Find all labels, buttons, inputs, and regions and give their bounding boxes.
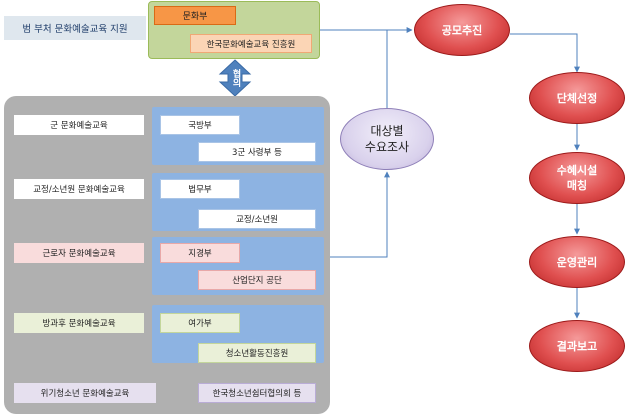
flow-facility-matching: 수혜시설 매칭 (529, 152, 625, 204)
demand-survey-oval: 대상별 수요조사 (340, 108, 434, 170)
program-military: 군 문화예술교육 (14, 115, 144, 135)
survey-line-1: 대상별 (370, 124, 404, 138)
agency-correction: 교정/소년원 (198, 209, 316, 229)
flow-matching-line-1: 수혜시설 (556, 164, 598, 177)
ministry-culture-box: 문화부 (154, 6, 236, 25)
flow-operation: 운영관리 (529, 236, 625, 288)
ministry-defense: 국방부 (160, 115, 240, 135)
flow-result-report: 결과보고 (529, 320, 625, 372)
ministry-knowledge-economy: 지경부 (160, 243, 240, 263)
agency-industrial-complex: 산업단지 공단 (198, 270, 316, 290)
program-workers: 근로자 문화예술교육 (14, 243, 144, 263)
ministry-justice: 법무부 (160, 179, 240, 199)
survey-line-2: 수요조사 (364, 140, 410, 154)
program-afterschool: 방과후 문화예술교육 (14, 313, 144, 333)
flow-group-selection: 단체선정 (529, 72, 625, 124)
program-correction: 교정/소년원 문화예술교육 (14, 179, 144, 199)
flow-matching-line-2: 매칭 (566, 179, 588, 192)
agency-military-command: 3군 사령부 등 (198, 142, 316, 162)
connector-recruit-to-select (510, 33, 580, 73)
program-at-risk-youth: 위기청소년 문화예술교육 (14, 383, 156, 403)
connector-programs-to-survey (330, 171, 390, 258)
consult-text: 협의 (230, 69, 241, 87)
agency-youth-activity: 청소년활동진흥원 (198, 343, 316, 363)
arts-education-agency-box: 한국문화예술교육 진흥원 (190, 34, 312, 53)
consult-label: 협의 (227, 64, 243, 92)
support-label: 범 부처 문화예술교육 지원 (4, 16, 146, 40)
flow-recruit: 공모추진 (414, 4, 510, 56)
ministry-gender-family: 여가부 (160, 313, 240, 333)
agency-youth-shelter: 한국청소년쉼터협의회 등 (198, 383, 316, 403)
